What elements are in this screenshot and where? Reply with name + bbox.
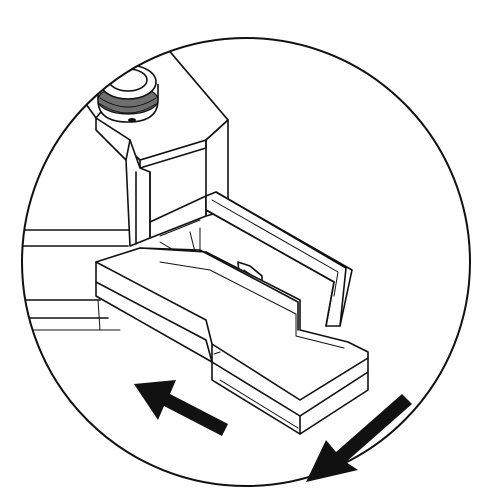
machine-detail [22, 39, 369, 435]
arrow-down-left-icon [306, 394, 412, 482]
drip-tray [95, 247, 369, 435]
arrow-left-icon [134, 380, 228, 436]
tank-cap-icon [97, 64, 159, 123]
machine-base [22, 229, 133, 331]
detail-circle-frame [21, 37, 471, 487]
tank-lid [205, 191, 353, 327]
